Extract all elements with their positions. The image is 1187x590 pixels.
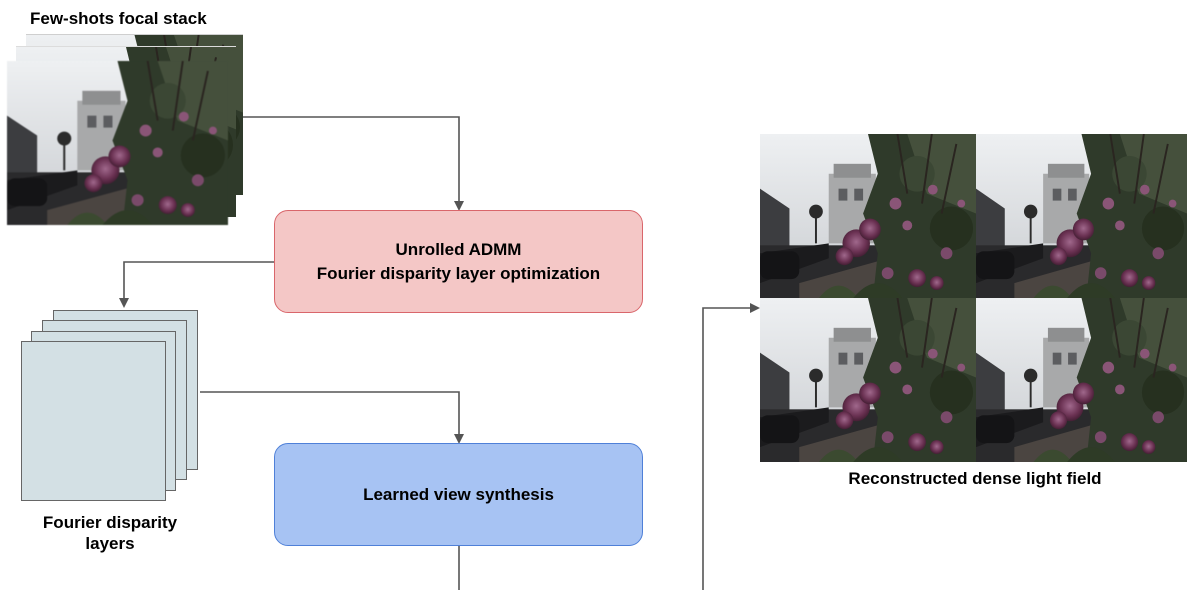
light-field-label: Reconstructed dense light field <box>848 469 1102 488</box>
arrow-admm-to-fdl <box>119 261 274 308</box>
arrow-focal-to-admm <box>243 116 464 211</box>
light-field-view-top-left <box>760 134 976 298</box>
fdl-label: Fourier disparity layers <box>10 512 210 554</box>
fdl-label-line2: layers <box>85 534 135 553</box>
light-field-view-bottom-left <box>760 298 976 462</box>
view-synthesis-box: Learned view synthesis <box>274 443 643 546</box>
admm-title: Unrolled ADMM <box>395 239 522 259</box>
admm-optimization-box: Unrolled ADMM Fourier disparity layer op… <box>274 210 643 313</box>
admm-subtitle: Fourier disparity layer optimization <box>316 263 601 283</box>
arrow-to-light-field <box>702 303 760 590</box>
fdl-label-line1: Fourier disparity <box>42 513 178 532</box>
light-field-view-bottom-right <box>976 298 1187 462</box>
light-field-view-top-right <box>976 134 1187 298</box>
focal-stack-title: Few-shots focal stack <box>30 9 207 28</box>
focal-stack-image-front <box>7 61 228 225</box>
arrow-fdl-to-synthesis <box>200 391 464 444</box>
fdl-layer-1 <box>21 341 166 501</box>
view-synthesis-label: Learned view synthesis <box>363 484 554 504</box>
focal-stack-image-back <box>26 34 243 195</box>
focal-stack-image-middle <box>16 46 236 217</box>
